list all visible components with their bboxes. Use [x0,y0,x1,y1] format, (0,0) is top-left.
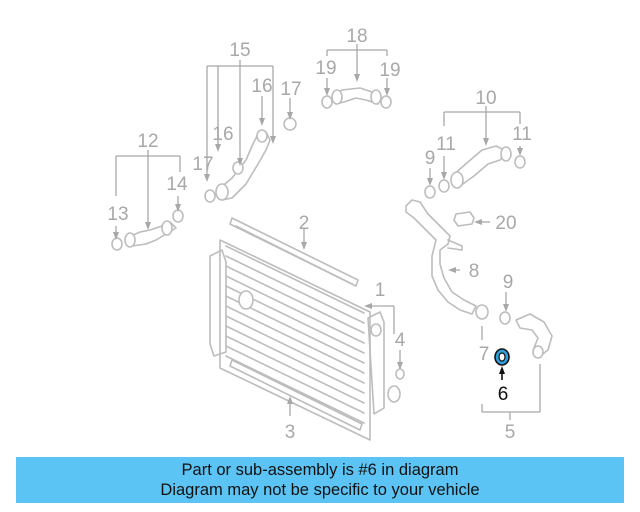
callout-7: 7 [479,344,490,365]
callout-20: 20 [495,213,516,234]
callout-11-left: 11 [436,134,456,155]
part-3-lower-strip [229,359,363,431]
callout-4: 4 [395,330,406,351]
callout-16-lower: 16 [212,124,233,145]
part-12-hose [111,209,184,251]
callout-17-upper: 17 [280,79,301,100]
part-6-highlighted-ring [494,348,510,366]
callout-8: 8 [469,261,480,282]
callout-9-upper: 9 [425,148,436,169]
part-18-hose [321,87,392,109]
callout-18: 18 [346,26,367,47]
info-banner: Part or sub-assembly is #6 in diagram Di… [16,457,624,503]
callout-3: 3 [285,422,296,443]
parts-diagram: 15 16 17 16 17 18 19 19 [107,26,553,443]
part-2-trim-strip [229,217,359,287]
part-5-leaders [481,292,541,420]
callout-9-lower: 9 [503,272,514,293]
callout-2: 2 [299,213,310,234]
part-12-leaders [113,150,181,240]
part-5-hose [499,311,553,359]
callout-19-left: 19 [315,58,336,79]
part-20-sensor [453,211,475,227]
callout-12: 12 [137,131,158,152]
part-1-leaders [364,303,405,380]
part-8-pipe [405,199,489,320]
callout-14: 14 [166,174,188,195]
part-18-leaders [324,44,390,96]
part-15-hose-group [204,117,297,203]
callout-1: 1 [375,280,386,301]
callout-19-right: 19 [379,60,400,81]
callout-16-upper: 16 [251,76,272,97]
part-10-hose [424,145,526,199]
banner-line-1: Part or sub-assembly is #6 in diagram [181,461,459,479]
callout-6: 6 [498,384,509,405]
callout-13: 13 [107,204,128,225]
banner-line-2: Diagram may not be specific to your vehi… [160,481,480,499]
part-10-leaders [427,106,523,186]
callout-5: 5 [505,422,516,443]
callout-10: 10 [475,88,496,109]
part-1-intercooler [209,239,401,441]
callout-15: 15 [229,40,250,61]
callout-17-lower: 17 [192,154,213,175]
callout-11-right: 11 [512,124,532,145]
part-15-leaders [204,60,293,182]
part-6-arrowhead [499,366,505,374]
